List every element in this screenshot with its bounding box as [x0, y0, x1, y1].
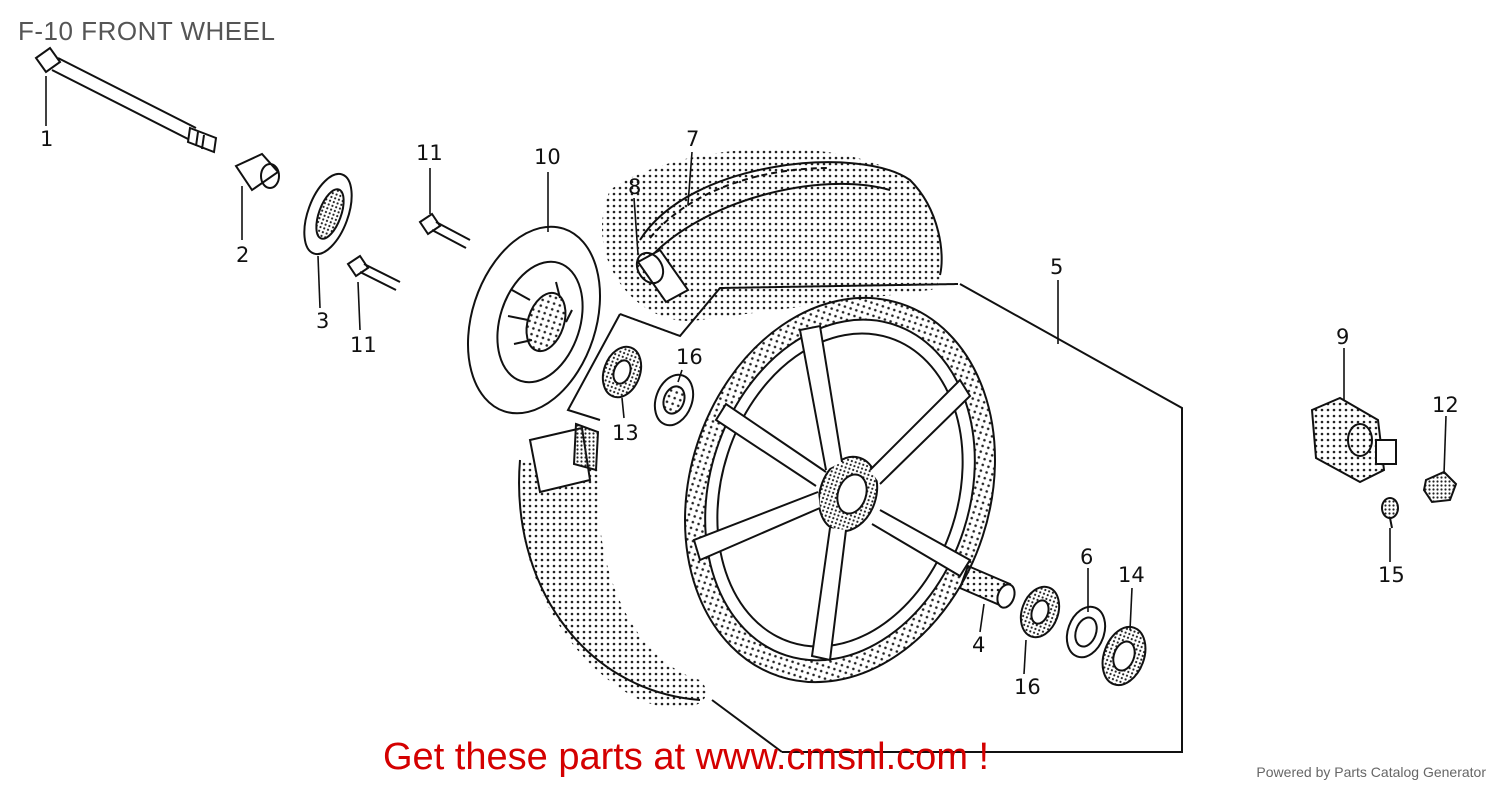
part-tire: [602, 148, 943, 321]
part-collar: [234, 152, 280, 192]
callout-16-upper: 16: [676, 345, 703, 369]
part-distance-collar: [958, 564, 1016, 609]
leader-lines: [45, 76, 1447, 675]
part-dust-seal: [1101, 625, 1147, 687]
callout-11-upper: 11: [416, 141, 443, 165]
part-bolt-lower: [346, 254, 401, 291]
powered-by-credit: Powered by Parts Catalog Generator: [1256, 764, 1486, 780]
callout-4: 4: [972, 633, 985, 657]
callout-10: 10: [534, 145, 561, 169]
promo-link-text[interactable]: Get these parts at www.cmsnl.com !: [383, 736, 990, 778]
part-retainer: [303, 172, 353, 256]
callout-13: 13: [612, 421, 639, 445]
page-title: F-10 FRONT WHEEL: [18, 16, 276, 46]
part-bearing-left: [601, 345, 643, 399]
part-screw: [1381, 497, 1399, 529]
part-bearing-16-upper: [653, 373, 695, 427]
callout-6: 6: [1080, 545, 1093, 569]
callout-9: 9: [1336, 325, 1349, 349]
part-bearing-16-lower: [1019, 585, 1061, 639]
part-wheel-rim: [684, 296, 996, 684]
part-brake-disc: [466, 225, 602, 415]
callout-labels: 1 2 3 11 11 10 7 8 5 16 13 9 12 15 6 14 …: [40, 127, 1459, 699]
callout-11-lower: 11: [350, 333, 377, 357]
callout-7: 7: [686, 127, 699, 151]
callout-8: 8: [628, 175, 641, 199]
part-speedometer-gearbox: [1310, 396, 1397, 484]
callout-14: 14: [1118, 563, 1145, 587]
part-nut: [1422, 470, 1458, 504]
part-valve: [635, 248, 690, 304]
callout-12: 12: [1432, 393, 1459, 417]
callout-16-lower: 16: [1014, 675, 1041, 699]
callout-1: 1: [40, 127, 53, 151]
callout-2: 2: [236, 243, 249, 267]
part-bolt-upper: [418, 212, 471, 249]
callout-15: 15: [1378, 563, 1405, 587]
callout-5: 5: [1050, 255, 1063, 279]
part-bearing-retainer: [1065, 605, 1107, 659]
part-axle: [34, 46, 218, 154]
callout-3: 3: [316, 309, 329, 333]
